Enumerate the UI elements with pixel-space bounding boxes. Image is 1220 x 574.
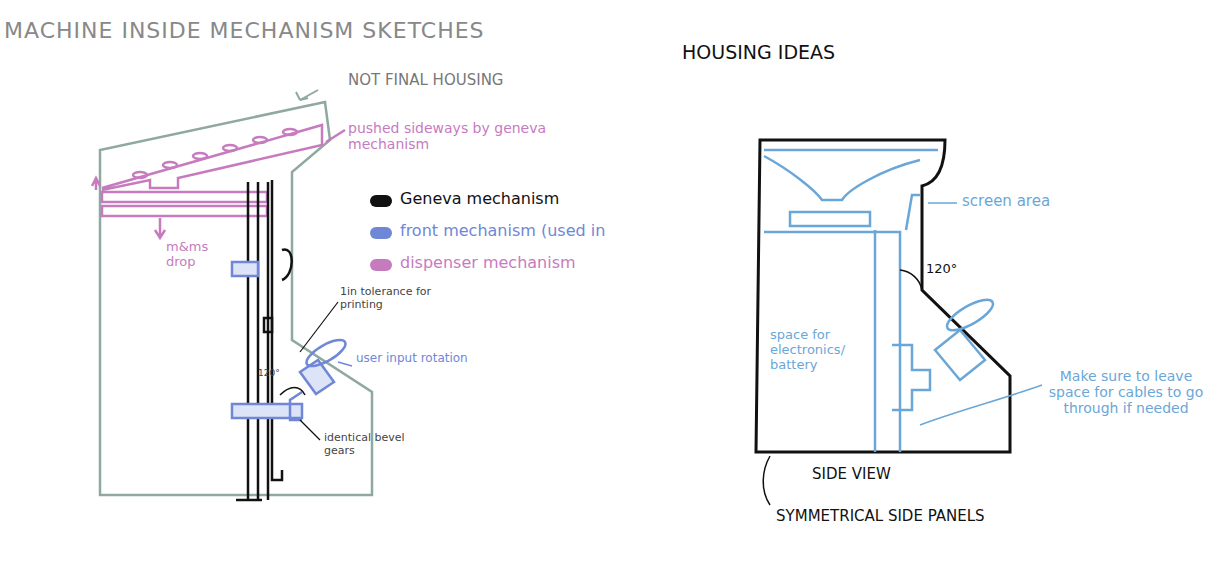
cable-note: Make sure to leave space for cables to g… xyxy=(1046,368,1206,416)
panel-note: SYMMETRICAL SIDE PANELS xyxy=(776,508,985,525)
angle-label: 120° xyxy=(926,262,957,277)
legend-swatch xyxy=(370,259,392,271)
screen-note: screen area xyxy=(962,193,1050,210)
housing-outline xyxy=(756,140,1010,452)
dispenser-note: pushed sideways by geneva mechanism xyxy=(348,120,568,152)
dispenser-mechanism xyxy=(92,125,345,238)
legend-text: dispenser mechanism xyxy=(400,254,576,272)
section-heading: HOUSING IDEAS xyxy=(682,42,835,64)
legend-text: front mechanism (used in xyxy=(400,222,605,240)
geneva-mechanism xyxy=(236,180,292,500)
input-note: user input rotation xyxy=(356,352,476,366)
angle-label: 120° xyxy=(258,368,280,378)
sketch-title: MACHINE INSIDE MECHANISM SKETCHES xyxy=(4,18,485,43)
housing-note: NOT FINAL HOUSING xyxy=(348,72,503,89)
gears-note: identical bevel gears xyxy=(324,432,434,457)
view-label: SIDE VIEW xyxy=(812,466,891,483)
legend-swatch xyxy=(370,195,392,207)
space-note: space for electronics/ battery xyxy=(770,328,870,373)
legend-text: Geneva mechanism xyxy=(400,190,559,208)
legend-swatch xyxy=(370,227,392,239)
drop-note: m&ms drop xyxy=(166,240,236,270)
front-mechanism xyxy=(232,262,349,420)
tolerance-note: 1in tolerance for printing xyxy=(340,286,450,311)
